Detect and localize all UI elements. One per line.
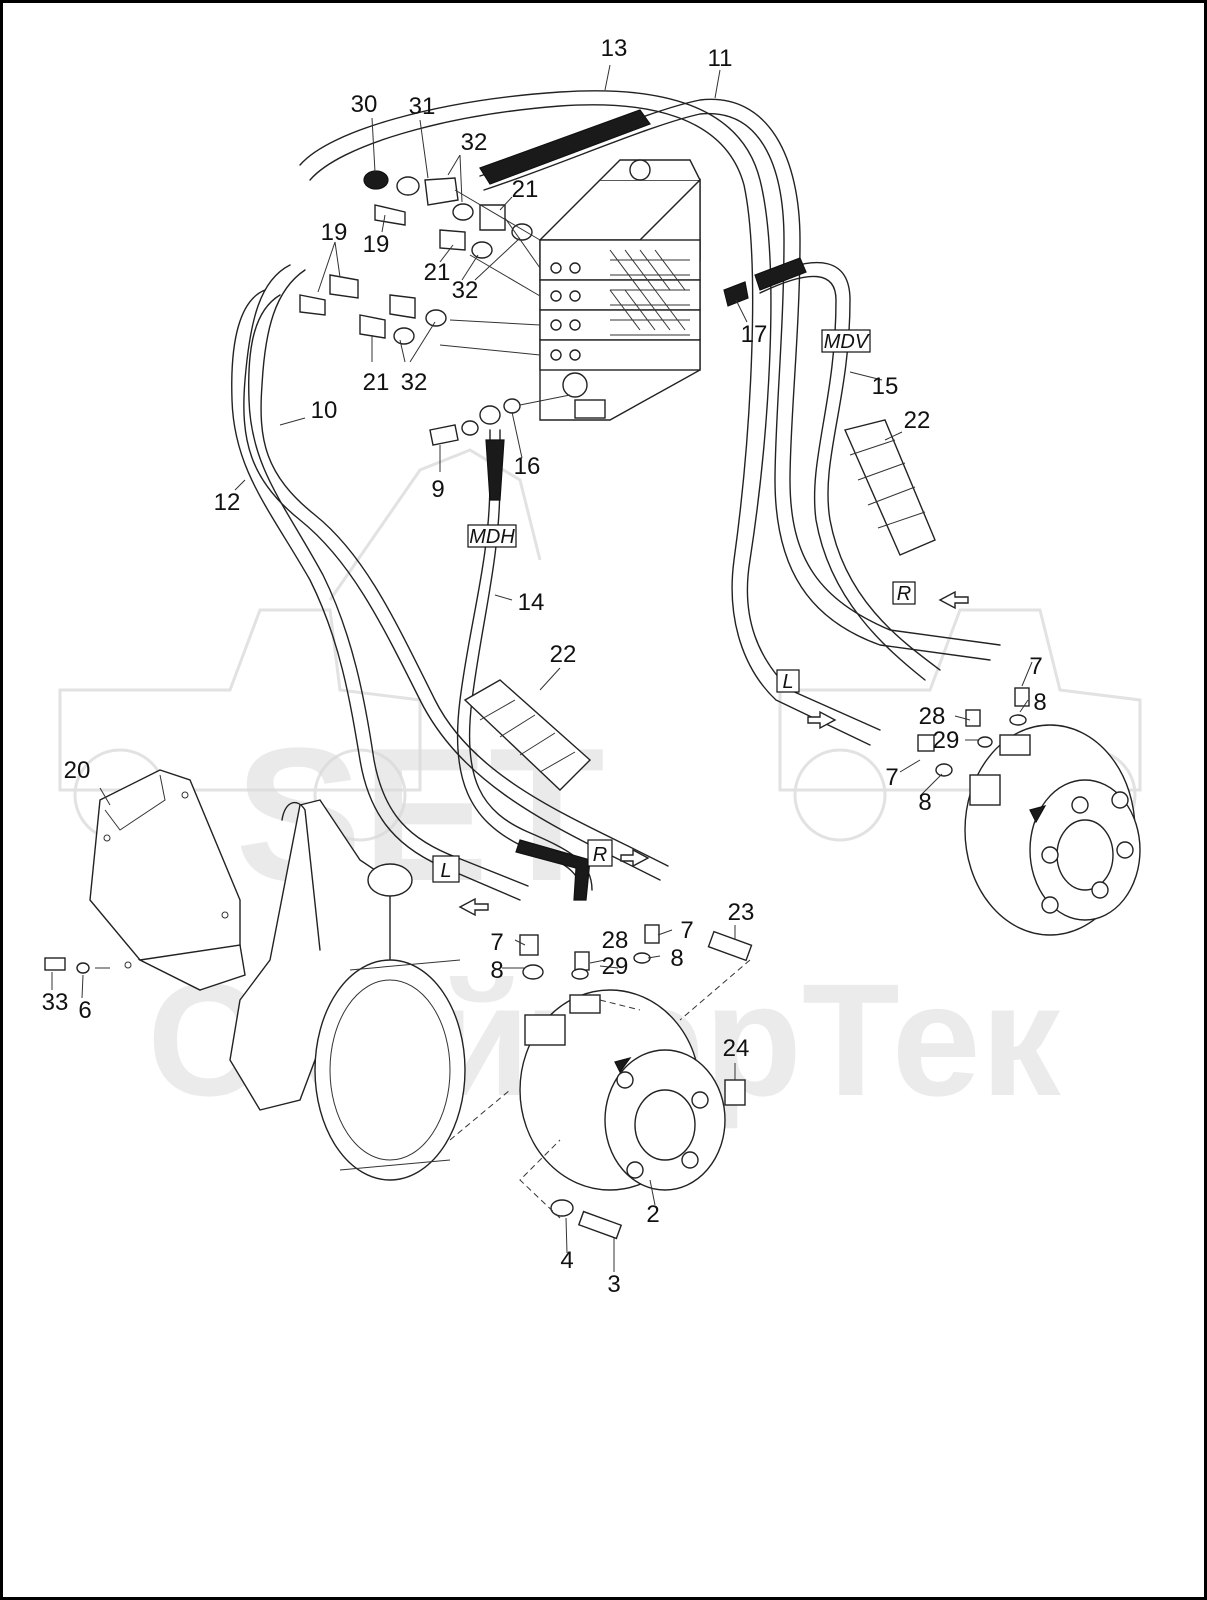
tag-l-right: L: [782, 671, 793, 693]
protective-sleeve-right: [844, 419, 936, 556]
callout-12: 12: [214, 489, 241, 516]
leader-lines: [51, 64, 1033, 1272]
callout-4: 4: [560, 1247, 573, 1274]
callout-29-left: 29: [602, 953, 629, 980]
callout-32-mid: 32: [452, 277, 479, 304]
callout-31: 31: [409, 93, 436, 120]
callout-19-upper: 19: [321, 219, 348, 246]
callout-21-top: 21: [512, 176, 539, 203]
callout-29-right: 29: [933, 727, 960, 754]
callout-28-right: 28: [919, 703, 946, 730]
tag-r-right: R: [897, 583, 911, 605]
flow-arrow-icon-right-l: [807, 710, 837, 730]
callout-7-left-b: 7: [680, 917, 693, 944]
callout-14: 14: [518, 589, 545, 616]
wheel-motor-left: [519, 989, 726, 1191]
callout-32-top: 32: [461, 129, 488, 156]
callout-13: 13: [601, 35, 628, 62]
callout-33: 33: [42, 989, 69, 1016]
callout-30: 30: [351, 91, 378, 118]
callout-24: 24: [723, 1035, 750, 1062]
callout-17: 17: [741, 321, 768, 348]
callout-8-left-a: 8: [490, 957, 503, 984]
callout-11: 11: [708, 45, 733, 72]
wheel-flange-left: [314, 959, 466, 1181]
tag-mdv: MDV: [824, 331, 870, 353]
fittings-group: [299, 170, 749, 446]
hoses: [231, 90, 1001, 901]
callout-19-lower: 19: [363, 231, 390, 258]
callout-2: 2: [646, 1201, 659, 1228]
callout-8-right-low: 8: [918, 789, 931, 816]
flow-arrow-icon-left-r: [620, 848, 650, 868]
flow-arrow-icon-right-r: [938, 590, 969, 610]
control-valve-block: [538, 159, 701, 421]
callout-22-right: 22: [904, 407, 931, 434]
callout-7-left-a: 7: [490, 929, 503, 956]
tag-r-left: R: [593, 844, 607, 866]
tag-mdh: MDH: [469, 526, 515, 548]
guard-plate: [89, 769, 246, 991]
callout-3: 3: [607, 1271, 620, 1298]
callout-21-low: 21: [363, 369, 390, 396]
callout-7-right-low: 7: [885, 764, 898, 791]
tag-l-left: L: [440, 860, 451, 882]
callout-6: 6: [78, 997, 91, 1024]
tag-boxes: MDV MDH R L R L: [432, 329, 916, 883]
callout-9: 9: [431, 476, 444, 503]
callout-23: 23: [728, 899, 755, 926]
callout-16: 16: [514, 453, 541, 480]
callout-20: 20: [64, 757, 91, 784]
wheel-motor-right: [964, 724, 1141, 936]
motor-fittings: [44, 687, 1030, 1240]
callout-32-low: 32: [401, 369, 428, 396]
callout-labels: 13 11 30 31 32 21 19 19 21 32 17 21 32 1…: [42, 35, 1047, 1298]
flow-arrow-icon-left-l: [458, 897, 489, 917]
callout-28-left: 28: [602, 927, 629, 954]
flow-arrows: [458, 590, 969, 917]
protective-sleeve-left: [463, 679, 592, 791]
callout-7-right-top: 7: [1029, 653, 1042, 680]
callout-21-mid: 21: [424, 259, 451, 286]
callout-10: 10: [311, 397, 338, 424]
callout-15: 15: [872, 373, 899, 400]
callout-22-left: 22: [550, 641, 577, 668]
callout-8-right-top: 8: [1033, 689, 1046, 716]
callout-8-left-b: 8: [670, 945, 683, 972]
